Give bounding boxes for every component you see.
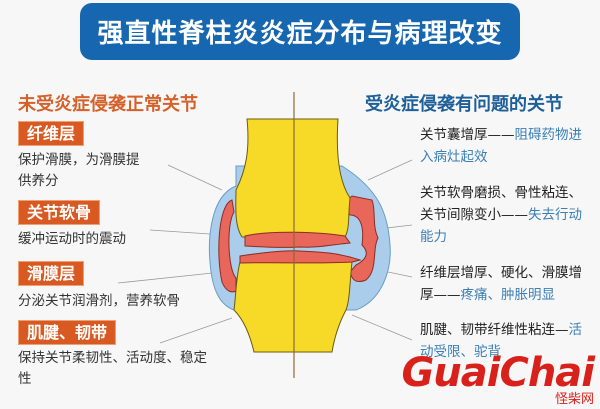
affected-item-4: 肌腱、韧带纤维性粘连—活动受限、驼背 — [420, 319, 588, 363]
effect-text: 活动受限、驼背 — [420, 322, 582, 360]
watermark-logo: GuaiChai 怪柴网 — [401, 350, 595, 407]
desc-fibrous-layer: 保护滑膜，为滑膜提供养分 — [18, 152, 140, 189]
upper-cartilage — [244, 231, 351, 248]
affected-item-1: 关节囊增厚——阻碍药物进入病灶起效 — [420, 124, 588, 168]
label-tendons-ligaments: 肌腱、韧带 — [18, 320, 117, 345]
logo-sub-text: 怪柴网 — [554, 392, 594, 407]
change-text: 关节软骨磨损、骨性粘连、关节间隙变小—— — [420, 185, 582, 223]
desc-tendons-ligaments: 保持关节柔韧性、活动度、稳定性 — [18, 350, 207, 387]
effect-text: 疼痛、肿胀明显 — [460, 287, 556, 303]
desc-synovial-layer: 分泌关节润滑剂，营养软骨 — [18, 293, 180, 309]
lower-cartilage — [239, 250, 362, 264]
change-text: 肌腱、韧带纤维性粘连— — [420, 322, 569, 338]
affected-item-2: 关节软骨磨损、骨性粘连、关节间隙变小——失去行动能力 — [420, 182, 588, 248]
effect-text: 失去行动能力 — [420, 207, 582, 245]
label-fibrous-layer: 纤维层 — [18, 121, 85, 146]
synovium-left — [218, 199, 237, 293]
affected-joint-heading: 受炎症侵袭有问题的关节 — [365, 94, 563, 115]
label-synovial-layer: 滑膜层 — [18, 261, 85, 286]
logo-main-text: GuaiChai — [401, 350, 595, 396]
desc-articular-cartilage: 缓冲运动时的震动 — [18, 231, 126, 247]
label-articular-cartilage: 关节软骨 — [18, 200, 101, 225]
change-text: 关节囊增厚—— — [420, 127, 515, 143]
upper-bone — [235, 118, 351, 238]
change-text: 纤维层增厚、硬化、滑膜增厚—— — [420, 265, 582, 303]
effect-text: 阻碍药物进入病灶起效 — [420, 127, 582, 165]
page-title: 强直性脊柱炎炎症分布与病理改变 — [80, 3, 520, 60]
lower-bone — [233, 261, 353, 353]
affected-item-3: 纤维层增厚、硬化、滑膜增厚——疼痛、肿胀明显 — [420, 262, 588, 306]
normal-joint-heading: 未受炎症侵袭正常关节 — [18, 94, 198, 115]
